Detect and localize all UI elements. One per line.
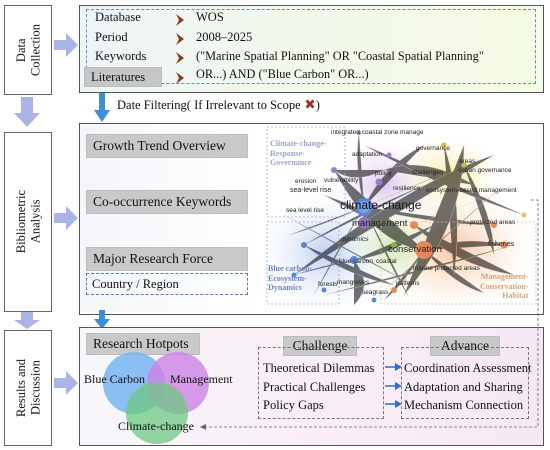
- research-force-box: Major Research Force: [86, 247, 248, 271]
- research-hotspots-box: Research Hotpots: [86, 333, 200, 355]
- node-fisheries: fisheries: [488, 241, 515, 248]
- chevron-right-icon: [176, 33, 184, 45]
- venn-label-climate-change: Climate-change: [118, 419, 194, 433]
- chevron-right-icon: [176, 52, 184, 64]
- node-climate-change: climate-change: [340, 198, 422, 212]
- advance-item: Adaptation and Sharing: [404, 380, 523, 394]
- cluster-label-management: Management- Conservation- Habitat: [480, 272, 529, 301]
- flow-arrows: [14, 33, 78, 395]
- cooccurrence-box: Co-occurrence Keywords: [86, 190, 248, 214]
- cluster-label-blue-carbon: Blue carbon- Ecosystem- Dynamics: [268, 264, 313, 293]
- node-vulnerability: vulnerability: [324, 177, 359, 184]
- challenge-item: Practical Challenges: [263, 380, 366, 394]
- node-policy: policy: [375, 170, 392, 177]
- literatures-label: Literatures: [91, 69, 146, 84]
- node-sea-level-rise: sea-level rise: [290, 187, 332, 194]
- right-arrow-icon: [54, 206, 78, 230]
- period-value: 2008–2025: [196, 30, 253, 44]
- database-value: WOS: [196, 10, 224, 24]
- stage-data-collection: Data Collection: [4, 5, 52, 95]
- chevron-right-icon: [176, 72, 184, 84]
- node-governance: governance: [416, 145, 450, 152]
- stage-bibliometric-analysis: Bibliometric Analysis: [4, 132, 52, 312]
- keywords-line-2: OR...) AND ("Blue Carbon" OR...): [196, 67, 369, 81]
- database-key: Database: [95, 10, 141, 24]
- node-ocean-governance: ocean governance: [458, 167, 512, 174]
- challenge-item: Policy Gaps: [263, 398, 324, 412]
- down-arrow-icon: [94, 310, 110, 329]
- node-ebm: ecosystem-based management: [426, 187, 517, 194]
- node-adaptation: adaptation: [352, 151, 383, 158]
- node-protected-areas: protected areas: [470, 219, 516, 226]
- node-integrated: integrated coastal zone manage: [331, 129, 424, 136]
- node-challenges: challenges: [412, 169, 444, 176]
- search-criteria-box: [86, 9, 536, 84]
- venn-label-management: Management: [170, 372, 233, 386]
- date-filter-label: Date Filtering( If Irrelevant to Scope ): [117, 98, 320, 112]
- stage-results-discussion: Results and Discussion: [4, 330, 52, 446]
- node-seagrass: seagrass: [362, 289, 389, 296]
- right-arrow-icon: [54, 33, 78, 57]
- venn-climate-change: [126, 382, 188, 444]
- node-areas: areas: [459, 158, 476, 165]
- growth-trend-box: Growth Trend Overview: [86, 134, 248, 158]
- down-arrow-icon: [94, 93, 110, 122]
- challenge-item: Theoretical Dilemmas: [263, 361, 375, 375]
- period-key: Period: [95, 30, 128, 44]
- close-icon: [305, 99, 315, 109]
- down-arrow-icon: [14, 97, 40, 127]
- down-arrow-icon: [14, 312, 40, 329]
- chevron-right-icon: [176, 14, 184, 26]
- literatures-box: Literatures: [84, 67, 162, 87]
- node-blue-carbon: blue carbon: [339, 258, 373, 265]
- node-resilience: resilience: [393, 185, 421, 192]
- country-region-label: Country / Region: [92, 277, 179, 291]
- node-coastal: coastal: [376, 258, 397, 265]
- venn-label-blue-carbon: Blue Carbon: [84, 372, 145, 386]
- node-erosion: erosion: [295, 178, 317, 185]
- node-patterns: patterns: [396, 280, 420, 287]
- node-conservation: conservation: [388, 244, 442, 255]
- node-forests: forests: [318, 281, 338, 288]
- keywords-line-1: ("Marine Spatial Planning" OR "Coastal S…: [196, 49, 484, 63]
- node-management: management: [352, 218, 408, 229]
- node-sea-level-rise-2: sea level rise: [286, 207, 324, 214]
- advance-item: Mechanism Connection: [404, 398, 524, 412]
- keywords-key: Keywords: [95, 49, 147, 63]
- country-region-box: Country / Region: [86, 273, 248, 295]
- node-marine-protected-areas: marine protected areas: [413, 265, 480, 272]
- advance-item: Coordination Assessment: [404, 361, 532, 375]
- cluster-label-governance: Climate-change- Response- Governance: [270, 139, 327, 168]
- node-mangroves: mangroves: [337, 279, 370, 286]
- node-dynamics: dynamics: [341, 236, 369, 243]
- right-arrow-icon: [54, 371, 78, 395]
